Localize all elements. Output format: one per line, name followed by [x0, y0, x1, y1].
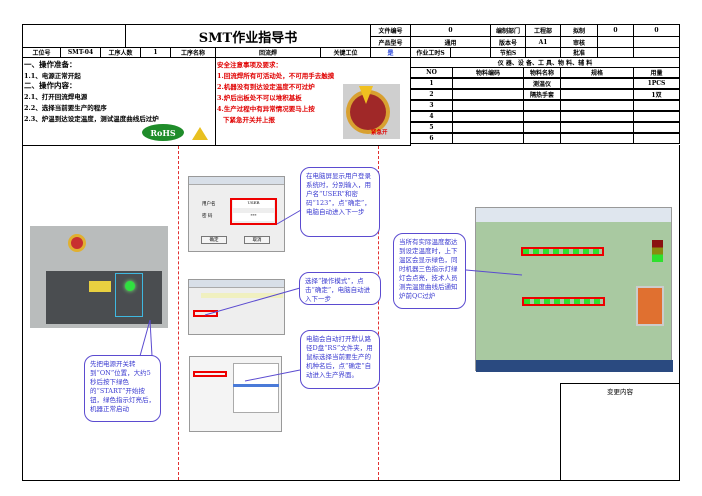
step: 2.1、打开回流焊电源: [24, 93, 88, 101]
pwd-label: 密 码: [202, 214, 213, 219]
user-label: 用户名: [202, 202, 216, 207]
safety-item: 1.回流焊所有可活动处，不可用手去触摸: [217, 72, 335, 80]
safety-item: 2.机器没有到达设定温度不可过炉: [217, 83, 315, 91]
divider: [178, 146, 179, 480]
safety-title: 安全注意事项及要求：: [217, 61, 282, 69]
safety-item: 3.炉后出板处不可以堆积基板: [217, 94, 302, 102]
rohs-logo: RoHS: [142, 124, 184, 141]
equipment-cell: [633, 132, 680, 144]
arrow-down-icon: [359, 86, 373, 104]
login-dialog-screenshot: 用户名 密 码 USER *** 确定 取消: [188, 176, 285, 252]
power-note: 先把电源开关转到“ON”位置，大约5秒后按下绿色的“START”开始按钮，绿色指…: [84, 355, 161, 422]
safety-item: 4.生产过程中有异常情况要马上按: [217, 105, 315, 113]
lower-zones-highlight: [522, 297, 605, 306]
change-label: 变更内容: [607, 388, 633, 396]
step: 一、操作准备：: [24, 60, 77, 69]
operation-mode-highlight: [193, 310, 218, 317]
stop-label: 紧急开: [371, 130, 388, 136]
procedure-area: [22, 145, 680, 481]
step: 1.1、电源正常开起: [24, 72, 81, 80]
login-note: 在电脑屏显示用户登录系统时，分别输入，用户名“USER”和密码“123”，点“确…: [300, 167, 380, 237]
equipment-cell: [633, 99, 680, 111]
ok-button[interactable]: 确定: [201, 236, 227, 244]
rohs-label: RoHS: [150, 127, 176, 138]
temperature-note: 当所有实际温度都达到设定温度时，上下温区会显示绿色，同时机器三色指示灯绿灯会点亮…: [393, 233, 466, 309]
step: 2.3、炉温到达设定温度，测试温度曲线后过炉: [24, 115, 159, 123]
oven-software-screenshot: [475, 207, 673, 372]
step: 2.2、选择当前要生产的程序: [24, 104, 107, 112]
start-button-icon: [125, 281, 135, 291]
safety-item: 下紧急开关并上报: [223, 116, 275, 124]
equipment-cell: [633, 121, 680, 133]
file-note: 电脑会自动打开默认路径D盘“RS”文件夹，用鼠标选择当前要生产的机种名后，点“确…: [300, 330, 380, 389]
upper-zones-highlight: [521, 247, 604, 256]
machine-panel-photo: [30, 226, 168, 328]
emergency-stop-image: 紧急开: [343, 84, 400, 139]
folder-highlight: [193, 371, 227, 377]
mode-note: 选择“操作模式”，点击“确定”，电脑自动进入下一步: [299, 272, 381, 305]
tower-light-icon: [652, 240, 663, 262]
change-box: [560, 383, 680, 481]
cancel-button[interactable]: 取消: [244, 236, 270, 244]
equipment-cell: 1双: [633, 88, 680, 100]
equipment-cell: [633, 110, 680, 122]
divider: [378, 146, 379, 480]
esd-warning-icon: [192, 127, 208, 140]
password-field[interactable]: ***: [233, 213, 274, 221]
file-dialog-screenshot: [189, 356, 282, 432]
equipment-cell: 1PCS: [633, 77, 680, 89]
credentials-highlight: [230, 198, 277, 225]
mode-dialog-screenshot: [188, 279, 285, 335]
username-field[interactable]: USER: [233, 200, 274, 208]
step: 二、操作内容：: [24, 81, 77, 90]
